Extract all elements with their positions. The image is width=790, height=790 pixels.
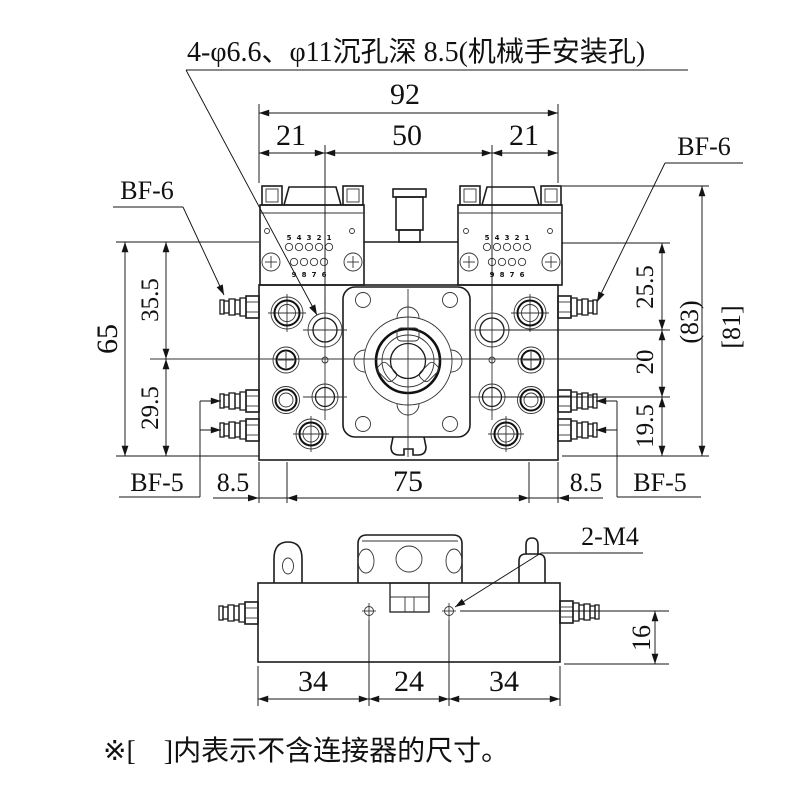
pin-label: 4 bbox=[495, 234, 500, 242]
pin-label: 8 bbox=[302, 271, 307, 279]
barb-fitting-side-right bbox=[559, 600, 600, 624]
dim-bottom-right: 8.5 bbox=[570, 468, 603, 497]
socket bbox=[389, 582, 430, 613]
dim-upper-right: 25.5 bbox=[632, 265, 659, 309]
bf5-left-label: BF-5 bbox=[130, 468, 183, 497]
pin-label: 6 bbox=[520, 271, 525, 279]
pin-label: 8 bbox=[500, 271, 505, 279]
m4-hole-right bbox=[442, 603, 456, 620]
screw-icon bbox=[261, 252, 281, 272]
counterbore-annotation: 4-φ6.6、φ11沉孔深 8.5(机械手安装孔) bbox=[187, 36, 645, 68]
bottom-view: 2-M4 16 34 24 34 bbox=[218, 522, 669, 706]
center-boss bbox=[357, 534, 463, 583]
manifold-body bbox=[258, 284, 559, 461]
dim-center-span: 50 bbox=[392, 119, 422, 152]
pin-label: 5 bbox=[287, 234, 292, 242]
dim-without-connector: [81] bbox=[717, 305, 746, 348]
bf5-right-label: BF-5 bbox=[633, 468, 686, 497]
center-nozzle bbox=[392, 188, 427, 243]
connector-left: 5 4 3 2 1 9 8 7 6 bbox=[259, 185, 365, 286]
dim-lower-right: 19.5 bbox=[632, 404, 659, 448]
dim-right-offset: 21 bbox=[509, 119, 539, 152]
dim-bv-center: 24 bbox=[394, 665, 424, 698]
mounting-plate bbox=[342, 286, 471, 456]
connector-right: 5 4 3 2 1 9 8 7 6 bbox=[457, 185, 563, 286]
dim-bottom-span: 75 bbox=[393, 465, 423, 498]
annotation-leader bbox=[185, 69, 318, 316]
screw-icon bbox=[459, 252, 479, 272]
dim-height-total: 65 bbox=[91, 324, 124, 354]
m4-leader bbox=[454, 552, 542, 608]
footnote: ※[ ]内表示不含连接器的尺寸。 bbox=[103, 735, 509, 767]
dim-lower-left: 29.5 bbox=[137, 386, 164, 430]
pin-label: 7 bbox=[312, 271, 317, 279]
pin-label: 6 bbox=[322, 271, 327, 279]
pin-label: 4 bbox=[297, 234, 302, 242]
dim-upper-left: 35.5 bbox=[137, 278, 164, 322]
m4-annotation: 2-M4 bbox=[581, 522, 639, 551]
dim-bottom-left: 8.5 bbox=[217, 468, 250, 497]
bf6-left-label: BF-6 bbox=[120, 176, 173, 205]
barb-fitting-bf5-left-lower bbox=[219, 418, 260, 442]
bf6-right-label: BF-6 bbox=[677, 132, 730, 161]
screw-icon bbox=[541, 252, 561, 272]
side-body bbox=[257, 582, 561, 663]
port-cluster-right bbox=[474, 296, 547, 450]
pin-label: 1 bbox=[525, 234, 530, 242]
pin-label: 3 bbox=[307, 234, 312, 242]
pin-row-top: 5 4 3 2 1 bbox=[482, 234, 532, 252]
barb-fitting-side-left bbox=[218, 601, 259, 625]
barb-fitting-bf5-right-upper bbox=[557, 389, 598, 413]
dim-bv-left: 34 bbox=[298, 665, 328, 698]
barb-fitting-bf5-right-lower bbox=[557, 418, 598, 442]
barb-fitting-bf6-left bbox=[219, 295, 260, 319]
pin-label: 9 bbox=[292, 271, 297, 279]
dim-left-offset: 21 bbox=[276, 119, 306, 152]
m4-hole-left bbox=[362, 603, 376, 620]
pin-row-bottom: 9 8 7 6 bbox=[289, 257, 329, 279]
dim-mid-right: 20 bbox=[632, 350, 659, 375]
screw-icon bbox=[343, 252, 363, 272]
pin-label: 3 bbox=[505, 234, 510, 242]
front-dimensions: 4-φ6.6、φ11沉孔深 8.5(机械手安装孔) 92 21 50 21 BF… bbox=[91, 36, 746, 503]
dim-bv-right: 34 bbox=[489, 665, 519, 698]
pin-label: 2 bbox=[515, 234, 520, 242]
pin-row-bottom: 9 8 7 6 bbox=[487, 257, 527, 279]
pin-label: 7 bbox=[510, 271, 515, 279]
port-cluster-left bbox=[270, 296, 343, 450]
barb-fitting-bf6-right bbox=[557, 295, 598, 319]
dim-side-height: 16 bbox=[627, 625, 656, 651]
bottom-tab bbox=[390, 436, 427, 456]
right-lug bbox=[518, 537, 546, 583]
left-lug bbox=[273, 541, 303, 583]
pin-label: 1 bbox=[327, 234, 332, 242]
dim-total-width: 92 bbox=[390, 78, 420, 111]
barb-fitting-bf5-left-upper bbox=[219, 389, 260, 413]
pin-label: 2 bbox=[317, 234, 322, 242]
pin-label: 5 bbox=[485, 234, 490, 242]
front-view: 5 4 3 2 1 9 8 7 6 bbox=[150, 185, 648, 461]
pin-row-top: 5 4 3 2 1 bbox=[284, 234, 334, 252]
dim-with-connector: (83) bbox=[675, 300, 704, 343]
mounting-hole bbox=[311, 383, 339, 411]
mounting-hole bbox=[307, 312, 343, 348]
